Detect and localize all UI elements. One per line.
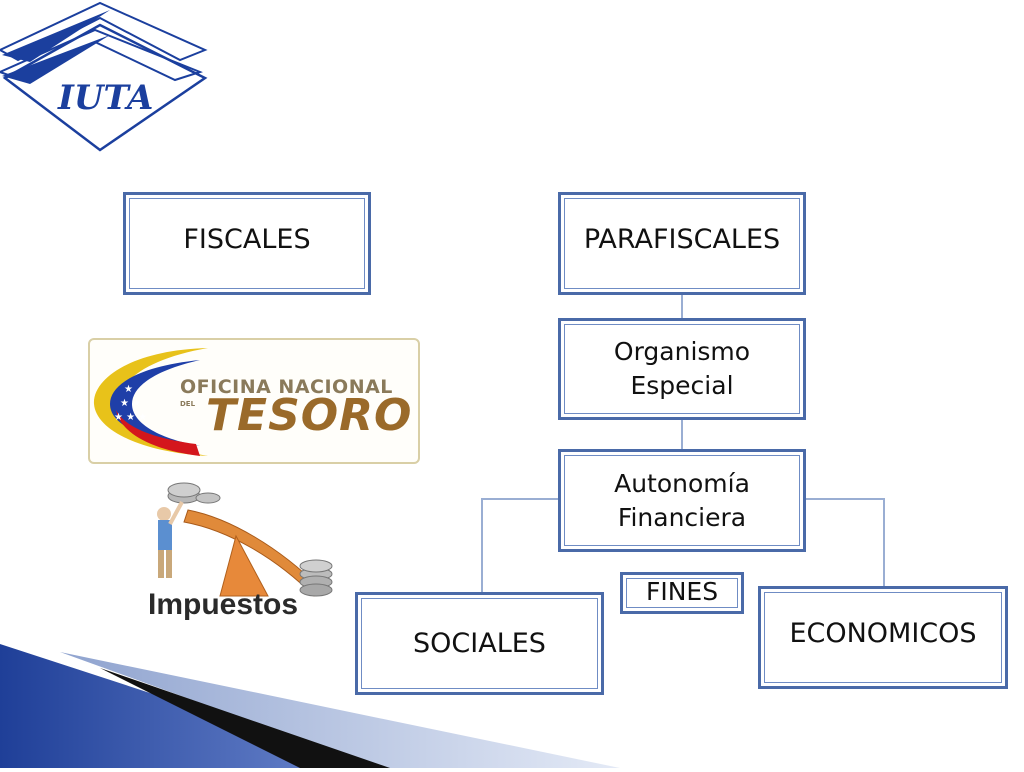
svg-text:★ ★: ★ ★: [120, 398, 141, 409]
connector-parafiscales-organismo: [681, 295, 683, 319]
connector-left-vertical: [481, 498, 483, 593]
corner-decoration: [0, 640, 620, 768]
sociales-box: SOCIALES: [355, 592, 604, 695]
fines-box: FINES: [620, 572, 744, 614]
parafiscales-box: PARAFISCALES: [558, 192, 806, 295]
svg-text:★ ★ ★: ★ ★ ★: [114, 412, 147, 423]
sociales-label: SOCIALES: [413, 628, 546, 659]
autonomia-financiera-box: Autonomía Financiera: [558, 449, 806, 552]
fiscales-label: FISCALES: [183, 224, 311, 255]
tesoro-logo-small: DEL: [180, 400, 196, 408]
seesaw-coins-icon: [157, 482, 333, 597]
connector-organismo-autonomia: [681, 419, 683, 450]
iuta-logo-graphic: [0, 1, 208, 152]
venezuela-swoosh-icon: ★ ★ ★ ★ ★ ★: [93, 348, 208, 456]
organismo-especial-box: Organismo Especial: [558, 318, 806, 420]
impuestos-illustration: [140, 478, 350, 628]
autonomia-line1: Autonomía: [614, 468, 750, 498]
iuta-logo: IUTA: [0, 0, 215, 160]
organismo-line1: Organismo: [613, 337, 751, 366]
fiscales-box: FISCALES: [123, 192, 371, 295]
svg-text:★: ★: [124, 384, 133, 395]
parafiscales-label: PARAFISCALES: [583, 224, 781, 255]
autonomia-line2: Financiera: [617, 502, 747, 532]
corner-swoosh-graphic: [0, 644, 620, 768]
impuestos-label: Impuestos: [148, 588, 299, 621]
connector-right-vertical: [883, 498, 885, 587]
connector-left-horizontal: [481, 498, 560, 500]
tesoro-logo-line2: TESORO: [206, 390, 413, 441]
tesoro-logo-line1: OFICINA NACIONAL: [180, 376, 393, 398]
economicos-box: ECONOMICOS: [758, 586, 1008, 689]
organismo-line2: Especial: [630, 371, 734, 400]
tesoro-logo: ★ ★ ★ ★ ★ ★ OFICINA NACIONAL DEL TESORO: [88, 338, 420, 464]
connector-right-horizontal: [805, 498, 885, 500]
economicos-label: ECONOMICOS: [789, 618, 977, 649]
fines-label: FINES: [645, 576, 719, 606]
iuta-logo-text: IUTA: [58, 78, 154, 118]
